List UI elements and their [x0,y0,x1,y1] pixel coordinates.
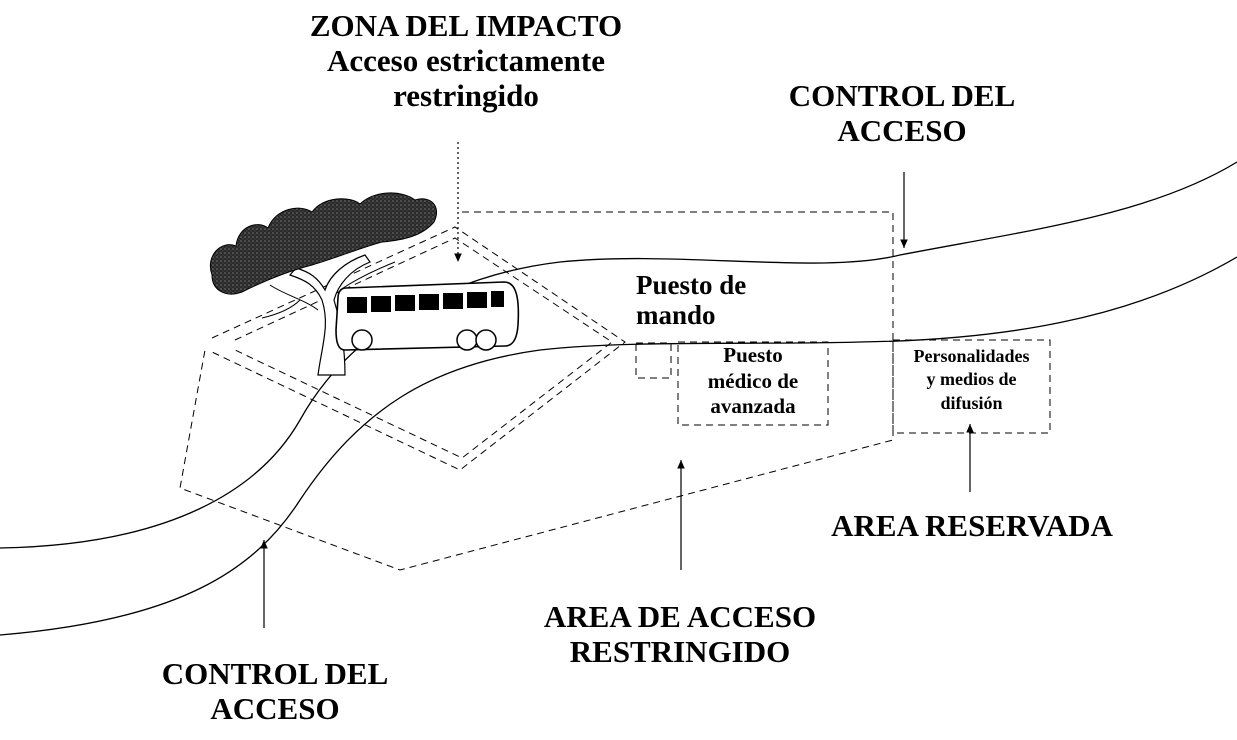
bus-window-2 [371,296,391,312]
tree-icon [209,192,438,376]
label-zona-impacto: ZONA DEL IMPACTO Acceso estrictamente re… [309,8,623,114]
zones [179,211,1051,571]
puesto-mando-box [635,342,672,379]
puesto-medico-box [677,341,829,426]
bus-window-1 [347,297,367,313]
label-control-acceso-top: CONTROL DEL ACCESO [788,78,1016,149]
bus-wheel-front [351,329,373,351]
tree-trunk [288,254,371,376]
area-reservada-box [892,339,1051,434]
zona-impacto-boundary-inner [234,237,613,459]
arrows [260,142,974,628]
bus-wheel-rear-1 [456,329,478,351]
zona-impacto-boundary [211,226,626,471]
bus-window-5 [443,293,463,309]
tree-canopy [209,192,438,295]
bus-window-7 [491,291,504,307]
label-puesto-medico: Puesto médico de avanzada [707,343,799,419]
label-personalidades: Personalidades y medios de difusión [913,346,1030,413]
label-puesto-mando: Puesto de mando [636,270,747,331]
road [0,161,1237,636]
road-edge-upper [0,161,1237,549]
road-edge-lower [0,256,1237,636]
area-acceso-restringido-boundary [179,211,894,571]
bus-window-4 [419,294,439,310]
bus-wheel-rear-2 [475,329,497,351]
bus-window-3 [395,295,415,311]
label-area-acceso-restringido: AREA DE ACCESO RESTRINGIDO [543,599,817,670]
bus-window-6 [467,292,487,308]
bus-icon [335,281,520,351]
label-area-reservada: AREA RESERVADA [831,508,1113,543]
label-control-acceso-bottom: CONTROL DEL ACCESO [161,656,389,727]
